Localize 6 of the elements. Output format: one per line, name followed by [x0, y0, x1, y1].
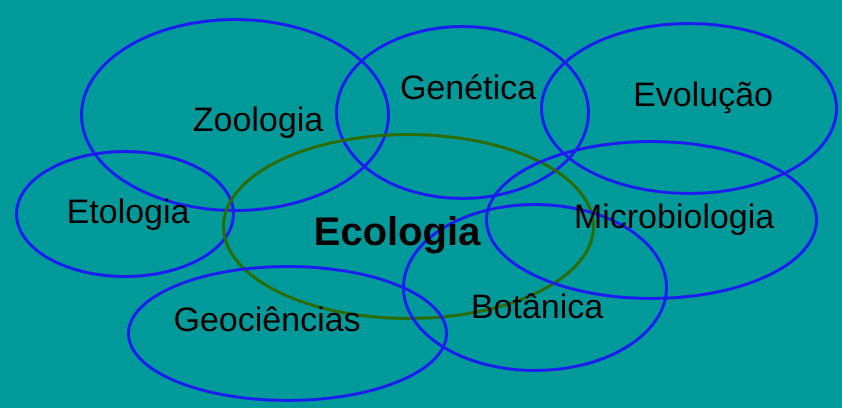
topic-label: Etologia: [66, 195, 190, 229]
topic-label: Genética: [400, 71, 536, 105]
topic-label: Evolução: [633, 78, 773, 112]
topic-label: Geociências: [173, 303, 361, 337]
topic-label: Zoologia: [192, 103, 324, 137]
topic-label: Botânica: [470, 290, 604, 324]
